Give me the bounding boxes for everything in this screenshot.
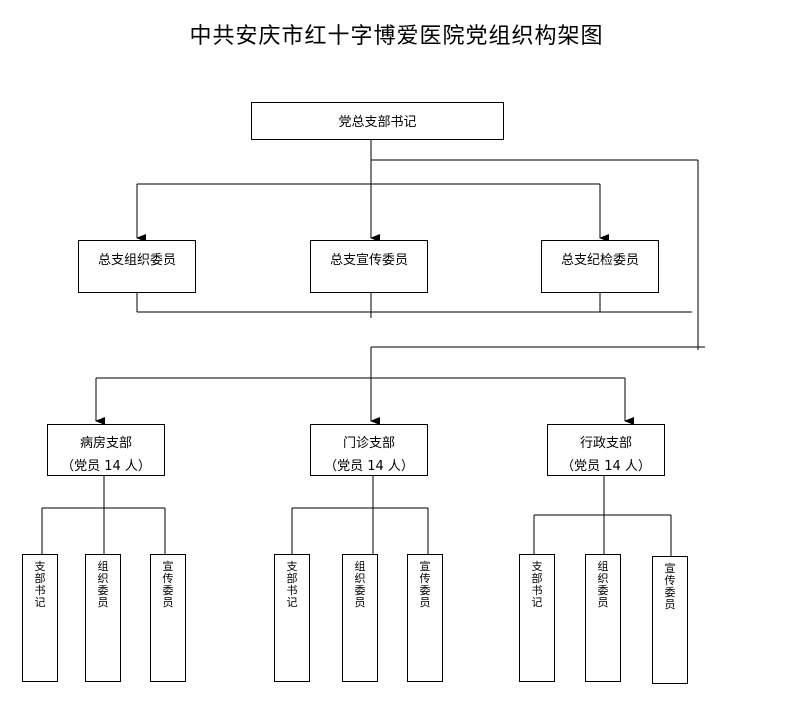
role-label: 组织委员 — [354, 560, 366, 609]
role-admin-organization: 组织委员 — [585, 554, 621, 682]
node-committee-discipline: 总支纪检委员 — [541, 240, 659, 293]
node-label: 总支组织委员 — [97, 253, 176, 268]
node-branch-ward: 病房支部 （党员 14 人） — [47, 424, 165, 476]
branch-name: 行政支部 — [579, 436, 632, 451]
role-admin-publicity: 宣传委员 — [652, 556, 688, 684]
role-label: 支部书记 — [34, 560, 46, 609]
role-label: 宣传委员 — [162, 560, 174, 609]
role-label: 支部书记 — [531, 560, 543, 609]
role-label: 宣传委员 — [664, 562, 676, 611]
branch-name: 病房支部 — [79, 436, 132, 451]
diagram-title: 中共安庆市红十字博爱医院党组织构架图 — [189, 24, 604, 49]
role-admin-secretary: 支部书记 — [519, 554, 555, 682]
role-ward-publicity: 宣传委员 — [150, 554, 186, 682]
node-committee-organization: 总支组织委员 — [78, 240, 196, 293]
branch-members: （党员 14 人） — [561, 459, 651, 474]
branch-members: （党员 14 人） — [61, 459, 151, 474]
role-outpatient-publicity: 宣传委员 — [407, 554, 443, 682]
role-ward-organization: 组织委员 — [85, 554, 121, 682]
role-label: 支部书记 — [286, 560, 298, 609]
node-top-secretary: 党总支部书记 — [251, 102, 504, 140]
role-outpatient-organization: 组织委员 — [342, 554, 378, 682]
node-label: 党总支部书记 — [338, 115, 417, 130]
node-committee-publicity: 总支宣传委员 — [310, 240, 428, 293]
role-outpatient-secretary: 支部书记 — [274, 554, 310, 682]
node-branch-outpatient: 门诊支部 （党员 14 人） — [310, 424, 428, 476]
role-ward-secretary: 支部书记 — [22, 554, 58, 682]
role-label: 组织委员 — [97, 560, 109, 609]
role-label: 宣传委员 — [419, 560, 431, 609]
node-label: 总支宣传委员 — [329, 253, 408, 268]
node-branch-administration: 行政支部 （党员 14 人） — [547, 424, 665, 476]
branch-members: （党员 14 人） — [324, 459, 414, 474]
branch-name: 门诊支部 — [342, 436, 395, 451]
role-label: 组织委员 — [597, 560, 609, 609]
node-label: 总支纪检委员 — [560, 253, 639, 268]
